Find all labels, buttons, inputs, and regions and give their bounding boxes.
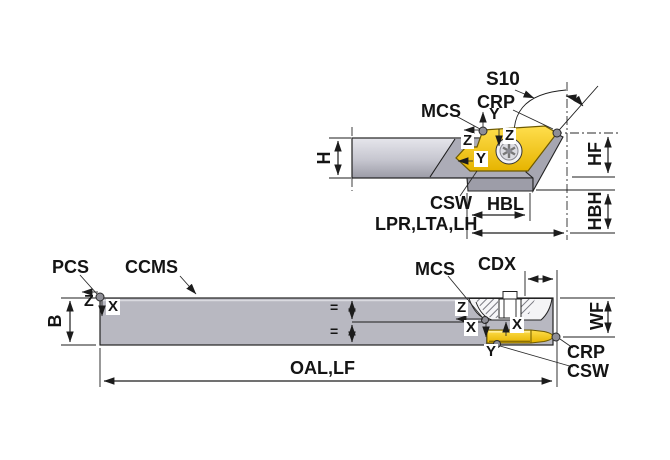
label-axis-z-mcs-top: Z — [455, 299, 469, 316]
label-axis-y-crp: Y — [474, 150, 489, 167]
crp-point-side — [552, 128, 562, 138]
label-axis-z-mcs: Z — [461, 132, 475, 149]
label-axis-x-mcs-top: X — [464, 319, 479, 336]
top-view-axis-arrows — [81, 288, 510, 338]
under-step — [466, 177, 534, 192]
s10-angle-arc — [565, 94, 584, 107]
label-equal-top: = — [330, 299, 339, 315]
label-oal-lf: OAL,LF — [290, 358, 355, 378]
label-hbh: HBH — [585, 191, 605, 231]
pcs-point — [95, 292, 105, 302]
label-axis-y-mcs: Y — [489, 106, 500, 123]
label-csw-side: CSW — [430, 193, 472, 213]
label-equal-bottom: = — [330, 323, 339, 339]
label-axis-y-csw: Y — [484, 343, 499, 360]
label-hf: HF — [585, 142, 605, 166]
label-mcs-top: MCS — [415, 259, 455, 279]
mcs-point-side — [478, 126, 488, 136]
label-ccms: CCMS — [125, 257, 178, 277]
label-s10: S10 — [486, 69, 520, 90]
label-axis-x-pcs: X — [106, 298, 121, 315]
label-wf: WF — [587, 302, 607, 330]
label-axis-z-pcs: Z — [84, 293, 94, 310]
label-mcs-side: MCS — [421, 101, 461, 121]
label-pcs: PCS — [52, 257, 90, 277]
label-lpr-lta-lh: LPR,LTA,LH — [375, 214, 478, 234]
label-h: H — [314, 151, 334, 165]
label-b: B — [45, 314, 65, 328]
crp-point-top — [551, 332, 561, 342]
clamp-pocket — [468, 291, 553, 321]
side-view-dimensions — [329, 136, 615, 239]
label-axis-z-crp: Z — [503, 127, 517, 144]
side-view-axis-arrows — [457, 111, 503, 165]
label-crp-side: CRP — [477, 92, 516, 112]
mcs-point-top — [481, 316, 489, 324]
pocket-edge-line — [429, 138, 456, 178]
label-axis-x-cdx: X — [510, 316, 525, 333]
label-hbl: HBL — [487, 194, 524, 214]
clamp-screw-icon — [498, 291, 522, 319]
label-csw-top: CSW — [567, 361, 609, 381]
side-view-leaders — [455, 89, 554, 197]
top-view-dimensions — [61, 271, 615, 387]
label-crp-top: CRP — [567, 342, 606, 362]
top-view-leaders — [79, 274, 574, 368]
label-cdx: CDX — [478, 254, 517, 274]
